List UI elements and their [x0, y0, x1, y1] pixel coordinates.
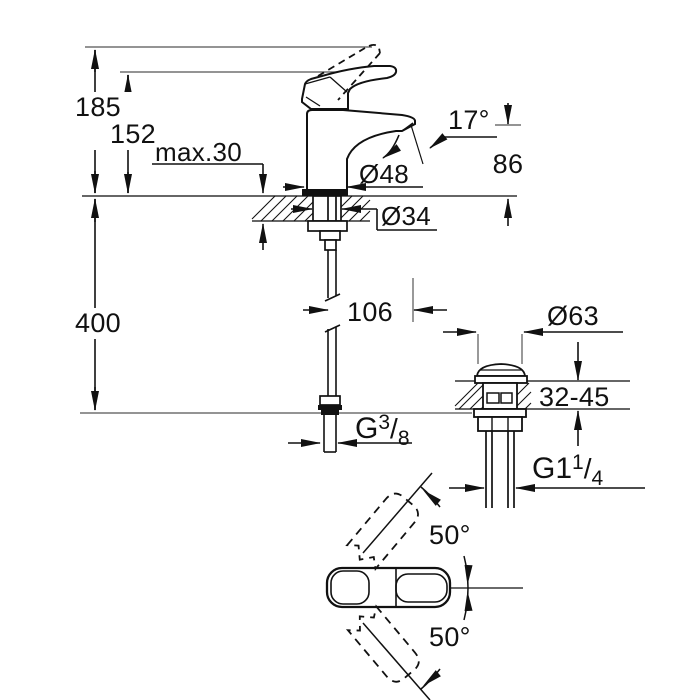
- swing-angle-annotation: [362, 472, 469, 700]
- dim-max-deck-thickness-label: max.30: [155, 137, 243, 167]
- lever-handle-detail: [304, 76, 348, 107]
- handle-rotated-dashed: [345, 492, 420, 683]
- mounting-shank: [307, 195, 348, 251]
- dim-outlet-height-label: 86: [492, 149, 524, 179]
- dim-supply-thread-label: G3/8: [355, 411, 410, 450]
- dim-handle-swing-up-label: 50°: [429, 520, 471, 550]
- dim-drain-deck-range-label: 32-45: [539, 382, 610, 412]
- dim-handle-swing-down-label: 50°: [429, 622, 471, 652]
- drain-assembly: [473, 363, 528, 508]
- drain-cap-rim: [474, 375, 528, 384]
- dim-drain-cap-diameter-label: Ø63: [547, 301, 599, 331]
- spout-aerator-line: [401, 122, 414, 132]
- dim-shank-diameter-label: Ø34: [381, 201, 432, 231]
- swing-arc-arrowheads: [423, 490, 473, 686]
- faucet-body-outline: [306, 109, 416, 193]
- lever-raised-position-dashed: [317, 43, 381, 101]
- supply-hose: [324, 250, 341, 396]
- dim-spout-reach-label: 106: [347, 297, 393, 327]
- dim-base-diameter-label: Ø48: [359, 159, 410, 189]
- faucet-side-view: [301, 43, 424, 196]
- dimension-lines: [91, 49, 645, 492]
- dim-hose-length-label: 400: [58, 308, 138, 339]
- dim-stream-angle-label: 17°: [448, 105, 490, 135]
- dim-overall-height-label: 185: [58, 92, 138, 123]
- dim-spout-tip-height-label: 152: [93, 119, 173, 150]
- faucet-base-plate: [302, 189, 348, 196]
- water-stream-line: [410, 124, 424, 165]
- drain-threaded-tube: [485, 431, 515, 508]
- water-flow-arrow: [382, 134, 402, 159]
- hose-end-fitting: [318, 395, 342, 453]
- drain-flange: [473, 408, 527, 418]
- handle-outline: [325, 566, 452, 609]
- handle-top-view: [325, 472, 523, 700]
- drain-nut: [477, 416, 523, 432]
- dim-drain-thread-label: G11/4: [532, 451, 604, 490]
- lever-handle-side: [301, 65, 398, 110]
